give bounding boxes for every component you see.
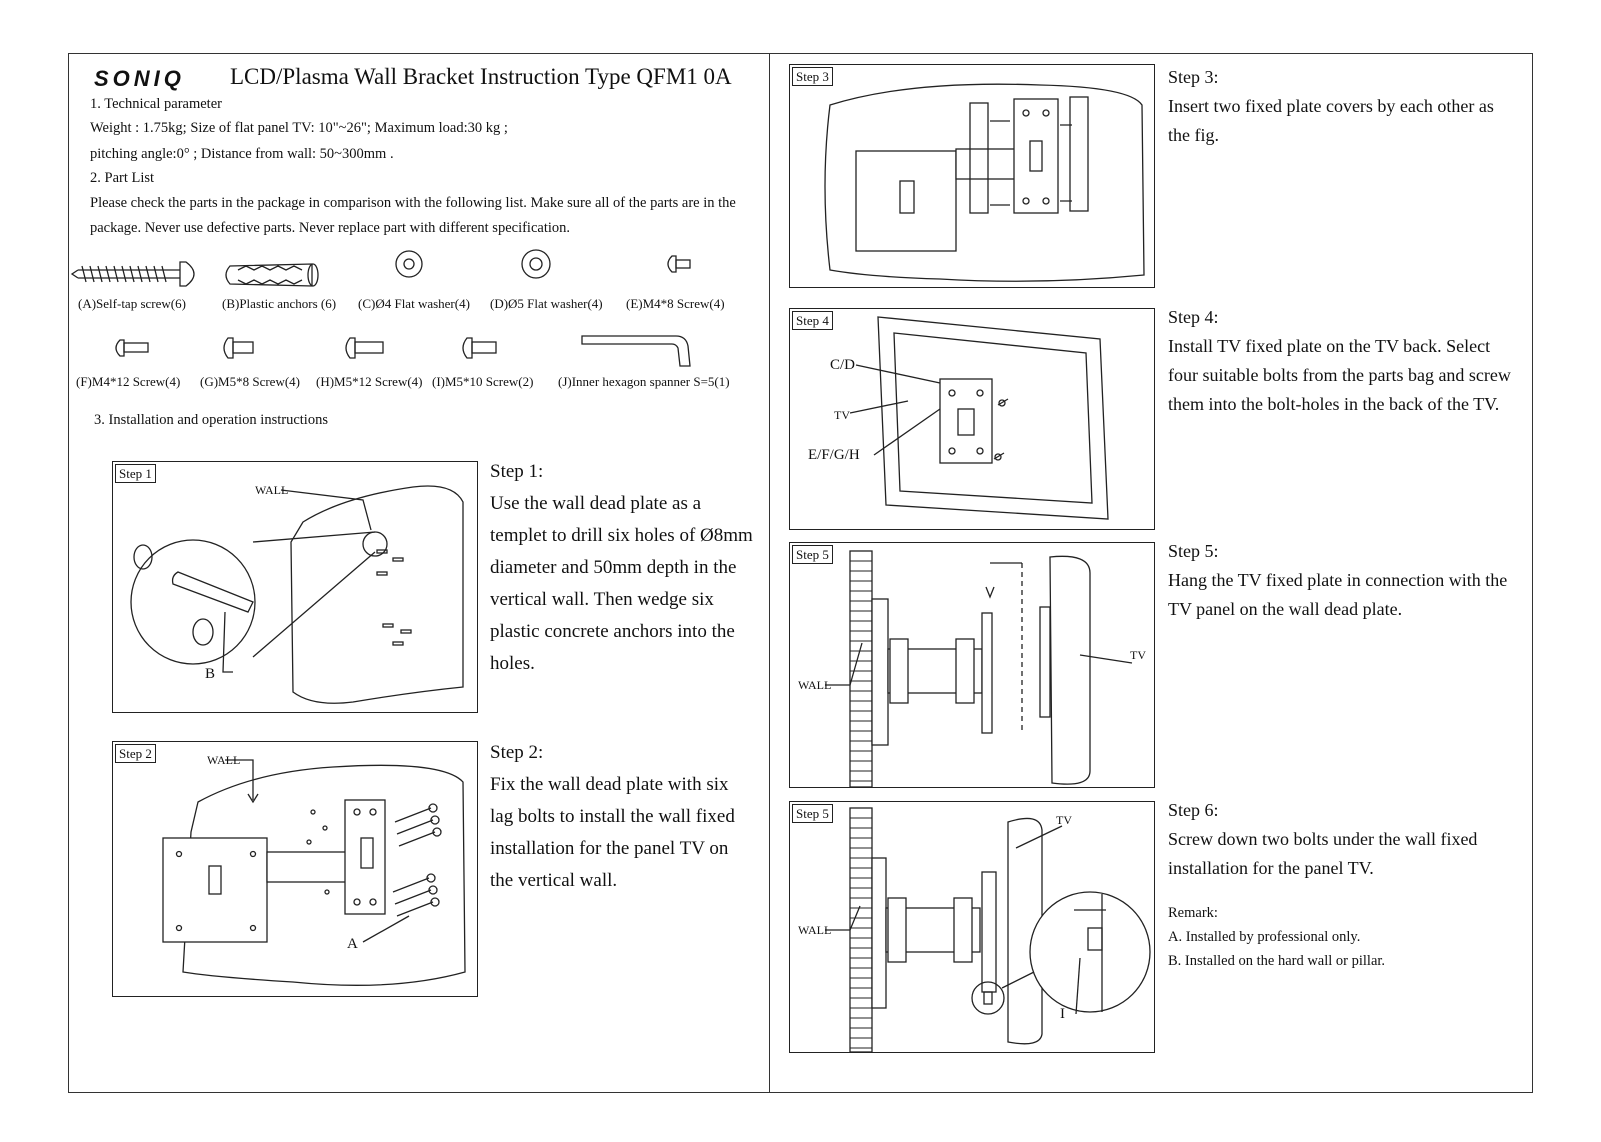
step-5-illustration: WALL TV (798, 550, 1146, 788)
step-6-label-0: WALL (798, 923, 831, 937)
tech-line-2: pitching angle:0° ; Distance from wall: … (90, 146, 394, 162)
step-6-figure: Step 5 WALL TV I (789, 801, 1155, 1053)
step-1-figure: Step 1 WALL B (112, 461, 478, 713)
step-5-label-1: TV (1130, 648, 1146, 662)
step-2-figure: Step 2 WALL A (112, 741, 478, 997)
step-6-illustration: WALL TV I (798, 807, 1151, 1053)
step-6-tag: Step 5 (792, 804, 833, 823)
step-4-line-1: Install TV fixed plate on the TV back. S… (1168, 336, 1491, 356)
step-4-line-3: them into the bolt-holes in the back of … (1168, 394, 1500, 414)
step-4-label-2: E/F/G/H (808, 447, 860, 463)
step-4-tag: Step 4 (792, 311, 833, 330)
step-5-label-0: WALL (798, 678, 831, 692)
step-2-line-4: the vertical wall. (490, 870, 618, 891)
step-6-label-1: TV (1056, 813, 1072, 827)
step-1-line-2: templet to drill six holes of Ø8mm (490, 525, 753, 546)
step-1-line-1: Use the wall dead plate as a (490, 493, 702, 514)
page-frame (68, 53, 1533, 1093)
step-6-title: Step 6: (1168, 800, 1219, 820)
step-1-line-6: holes. (490, 653, 535, 674)
step-4-label-0: C/D (830, 357, 855, 373)
step-5-line-1: Hang the TV fixed plate in connection wi… (1168, 570, 1508, 590)
step-1-label-1: B (205, 666, 215, 682)
step-2-line-2: lag bolts to install the wall fixed (490, 806, 735, 827)
step-3-title: Step 3: (1168, 67, 1219, 87)
step-2-line-3: installation for the panel TV on (490, 838, 729, 859)
step-1-line-4: vertical wall. Then wedge six (490, 589, 714, 610)
step-6-line-1: Screw down two bolts under the wall fixe… (1168, 829, 1478, 849)
column-divider (769, 53, 770, 1093)
tech-heading: 1. Technical parameter (90, 96, 222, 112)
step-3-figure: Step 3 (789, 64, 1155, 288)
brand-logo: SONIQ (94, 66, 185, 91)
step-1-illustration: WALL B (130, 483, 464, 704)
step-1-tag: Step 1 (115, 464, 156, 483)
step-3-line-2: the fig. (1168, 125, 1219, 145)
part-label-c: (C)Ø4 Flat washer(4) (358, 296, 470, 311)
step-2-line-1: Fix the wall dead plate with six (490, 774, 729, 795)
step-1-line-5: plastic concrete anchors into the (490, 621, 735, 642)
parts-intro-1: Please check the parts in the package in… (90, 195, 736, 211)
step-1-title: Step 1: (490, 461, 544, 482)
step-3-line-1: Insert two fixed plate covers by each ot… (1168, 96, 1494, 116)
step-3-illustration (824, 83, 1145, 282)
step-4-label-1: TV (834, 408, 850, 422)
step-5-figure: Step 5 WALL TV (789, 542, 1155, 788)
part-label-d: (D)Ø5 Flat washer(4) (490, 296, 603, 311)
step-2-tag: Step 2 (115, 744, 156, 763)
step-5-line-2: TV panel on the wall dead plate. (1168, 599, 1403, 619)
step-3-tag: Step 3 (792, 67, 833, 86)
step-5-tag: Step 5 (792, 545, 833, 564)
part-label-a: (A)Self-tap screw(6) (78, 296, 186, 311)
step-1-line-3: diameter and 50mm depth in the (490, 557, 737, 578)
step-4-illustration: C/D TV E/F/G/H (808, 316, 1109, 520)
parts-heading: 2. Part List (90, 170, 155, 186)
part-label-f: (F)M4*12 Screw(4) (76, 374, 181, 389)
part-label-j: (J)Inner hexagon spanner S=5(1) (558, 374, 730, 389)
step-2-label-1: A (347, 936, 358, 952)
step-6-line-2: installation for the panel TV. (1168, 858, 1374, 878)
step-2-illustration: WALL A (162, 753, 466, 986)
part-label-b: (B)Plastic anchors (6) (222, 296, 337, 311)
remark-b: B. Installed on the hard wall or pillar. (1168, 953, 1386, 969)
page-title: LCD/Plasma Wall Bracket Instruction Type… (230, 64, 732, 89)
step-4-title: Step 4: (1168, 307, 1219, 327)
step-5-title: Step 5: (1168, 541, 1219, 561)
install-heading: 3. Installation and operation instructio… (94, 412, 328, 428)
part-label-e: (E)M4*8 Screw(4) (626, 296, 725, 311)
step-4-figure: Step 4 C/D TV E/F/G/H (789, 308, 1155, 530)
step-6-label-2: I (1060, 1006, 1065, 1022)
tech-line-1: Weight : 1.75kg; Size of flat panel TV: … (90, 120, 508, 136)
step-1-label-0: WALL (255, 483, 288, 497)
step-2-label-0: WALL (207, 753, 240, 767)
step-4-line-2: four suitable bolts from the parts bag a… (1168, 365, 1511, 385)
step-2-title: Step 2: (490, 742, 544, 763)
parts-intro-2: package. Never use defective parts. Neve… (90, 220, 571, 236)
remark-title: Remark: (1168, 905, 1218, 921)
part-label-g: (G)M5*8 Screw(4) (200, 374, 301, 389)
part-label-h: (H)M5*12 Screw(4) (316, 374, 423, 389)
part-label-i: (I)M5*10 Screw(2) (432, 374, 534, 389)
remark-a: A. Installed by professional only. (1168, 929, 1361, 945)
